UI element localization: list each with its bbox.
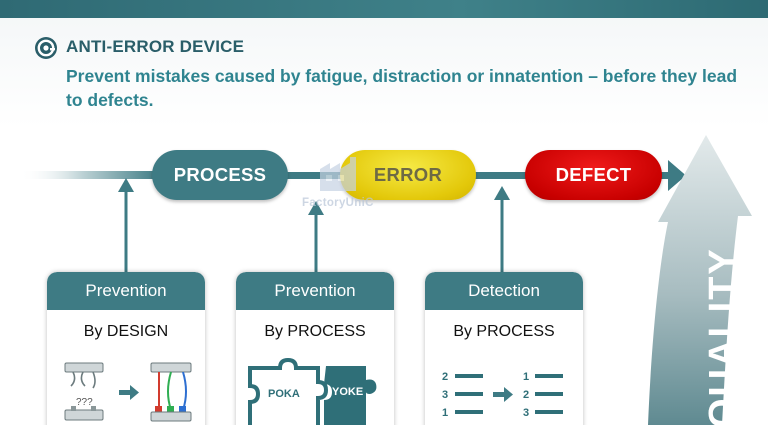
process-step: PROCESS bbox=[152, 150, 288, 200]
before-number: 1 bbox=[442, 407, 448, 419]
card-subtitle: By PROCESS bbox=[425, 323, 583, 341]
after-number: 3 bbox=[523, 407, 529, 419]
yoke-label: YOKE bbox=[332, 386, 363, 398]
arrow-up-1 bbox=[118, 178, 134, 192]
card-subtitle: By DESIGN bbox=[47, 323, 205, 341]
design-connector-icon: ??? bbox=[47, 358, 205, 425]
watermark-text: FactoryUniC bbox=[302, 197, 374, 209]
after-number: 1 bbox=[523, 371, 529, 383]
unknown-marks: ??? bbox=[76, 397, 93, 408]
card-title: Prevention bbox=[47, 272, 205, 310]
sorted-list-icon: 2 3 1 1 2 3 bbox=[425, 358, 583, 425]
quality-label: QUALITY bbox=[702, 247, 745, 425]
detection-process-card: Detection By PROCESS 2 3 1 1 2 3 bbox=[425, 272, 583, 425]
arrow-up-3 bbox=[494, 186, 510, 200]
prevention-design-card: Prevention By DESIGN ??? bbox=[47, 272, 205, 425]
after-number: 2 bbox=[523, 389, 529, 401]
poka-label: POKA bbox=[268, 388, 300, 400]
puzzle-icon: POKA YOKE bbox=[236, 358, 394, 425]
card-subtitle: By PROCESS bbox=[236, 323, 394, 341]
card-title: Prevention bbox=[236, 272, 394, 310]
factory-watermark-icon bbox=[316, 153, 366, 193]
defect-step: DEFECT bbox=[525, 150, 662, 200]
flow-line-right bbox=[470, 172, 530, 179]
flow-line-left bbox=[20, 171, 160, 179]
watermark: FactoryUniC bbox=[302, 153, 384, 219]
prevention-process-card: Prevention By PROCESS POKA YOKE bbox=[236, 272, 394, 425]
before-number: 3 bbox=[442, 389, 448, 401]
card-title: Detection bbox=[425, 272, 583, 310]
before-number: 2 bbox=[442, 371, 448, 383]
